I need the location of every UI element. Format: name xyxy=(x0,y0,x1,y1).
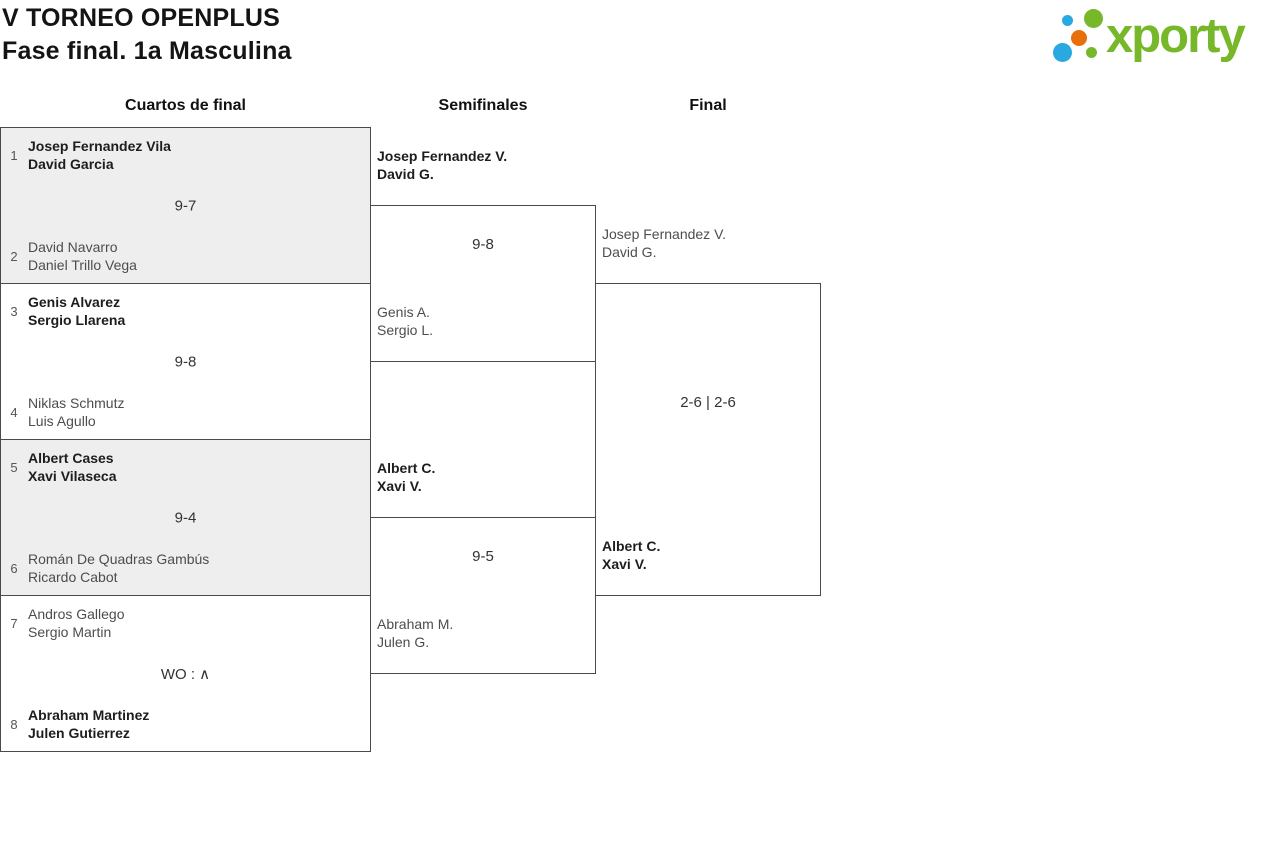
seed-number: 6 xyxy=(10,560,18,576)
team-names: Román De Quadras Gambús Ricardo Cabot xyxy=(28,550,209,586)
player-name: Albert C. xyxy=(377,460,436,476)
player-name: Niklas Schmutz xyxy=(28,395,125,411)
match-score: 2-6 | 2-6 xyxy=(680,394,736,411)
team-entry[interactable]: 1 Josep Fernandez Vila David Garcia xyxy=(7,137,171,173)
player-name: Andros Gallego xyxy=(28,606,125,622)
qf-match-1[interactable]: 1 Josep Fernandez Vila David Garcia 9-7 … xyxy=(0,127,371,284)
logo-dot-icon xyxy=(1086,47,1097,58)
sf-match-1[interactable]: 9-8 xyxy=(370,205,596,362)
round-header-semifinals: Semifinales xyxy=(438,97,528,114)
player-name: Josep Fernandez Vila xyxy=(28,138,171,154)
final-top-team[interactable]: Josep Fernandez V. David G. xyxy=(602,225,726,261)
sf1-top-team[interactable]: Josep Fernandez V. David G. xyxy=(377,147,507,183)
player-name: Josep Fernandez V. xyxy=(602,226,727,242)
player-name: Albert C. xyxy=(602,538,661,554)
match-score: 9-8 xyxy=(472,236,494,253)
player-name: Xavi Vilaseca xyxy=(28,468,117,484)
sf1-bottom-team[interactable]: Genis A. Sergio L. xyxy=(377,303,433,339)
team-entry[interactable]: 6 Román De Quadras Gambús Ricardo Cabot xyxy=(7,550,209,586)
player-name: Genis Alvarez xyxy=(28,294,121,310)
player-name: Ricardo Cabot xyxy=(28,569,118,585)
logo-dot-icon xyxy=(1084,9,1103,28)
team-entry[interactable]: 4 Niklas Schmutz Luis Agullo xyxy=(7,394,124,430)
seed-number: 8 xyxy=(10,716,18,732)
logo-dot-icon xyxy=(1062,15,1073,26)
player-name: Albert Cases xyxy=(28,450,114,466)
qf-match-3[interactable]: 5 Albert Cases Xavi Vilaseca 9-4 6 Román… xyxy=(0,439,371,596)
player-name: David G. xyxy=(602,244,657,260)
match-score: 9-4 xyxy=(174,509,197,526)
logo-dot-icon xyxy=(1071,30,1087,46)
team-names: Andros Gallego Sergio Martin xyxy=(28,605,125,641)
player-name: Abraham M. xyxy=(377,616,454,632)
page-title: V TORNEO OPENPLUS Fase final. 1a Masculi… xyxy=(2,2,292,68)
match-score: 9-5 xyxy=(472,548,494,565)
qf-match-2[interactable]: 3 Genis Alvarez Sergio Llarena 9-8 4 Nik… xyxy=(0,283,371,440)
team-names: Abraham Martinez Julen Gutierrez xyxy=(28,706,149,742)
player-name: Xavi V. xyxy=(602,556,647,572)
player-name: Daniel Trillo Vega xyxy=(28,257,137,273)
player-name: Sergio Llarena xyxy=(28,312,126,328)
team-names: Genis Alvarez Sergio Llarena xyxy=(28,293,125,329)
final-bottom-team[interactable]: Albert C. Xavi V. xyxy=(602,537,660,573)
player-name: Xavi V. xyxy=(377,478,422,494)
team-entry[interactable]: 5 Albert Cases Xavi Vilaseca xyxy=(7,449,116,485)
player-name: Julen Gutierrez xyxy=(28,725,130,741)
xporty-logo[interactable]: xporty xyxy=(1048,6,1276,72)
player-name: Sergio L. xyxy=(377,322,434,338)
match-score: 9-7 xyxy=(174,197,197,214)
qf-match-4[interactable]: 7 Andros Gallego Sergio Martin WO : ∧ 8 … xyxy=(0,595,371,752)
team-entry[interactable]: 2 David Navarro Daniel Trillo Vega xyxy=(7,238,137,274)
team-names: Albert Cases Xavi Vilaseca xyxy=(28,449,116,485)
seed-number: 1 xyxy=(10,147,18,163)
match-score: 9-8 xyxy=(174,353,197,370)
player-name: David Navarro xyxy=(28,239,118,255)
sf2-bottom-team[interactable]: Abraham M. Julen G. xyxy=(377,615,453,651)
player-name: Julen G. xyxy=(377,634,430,650)
seed-number: 7 xyxy=(10,615,18,631)
phase-subtitle: Fase final. 1a Masculina xyxy=(2,37,292,65)
seed-number: 2 xyxy=(10,248,18,264)
team-names: Josep Fernandez Vila David Garcia xyxy=(28,137,171,173)
player-name: David G. xyxy=(377,166,434,182)
logo-wordmark: xporty xyxy=(1106,9,1246,63)
tournament-title: V TORNEO OPENPLUS xyxy=(2,4,280,32)
final-match[interactable]: 2-6 | 2-6 xyxy=(595,283,821,596)
player-name: Josep Fernandez V. xyxy=(377,148,508,164)
player-name: Román De Quadras Gambús xyxy=(28,551,210,567)
sf2-top-team[interactable]: Albert C. Xavi V. xyxy=(377,459,435,495)
sf-match-2[interactable]: 9-5 xyxy=(370,517,596,674)
team-entry[interactable]: 7 Andros Gallego Sergio Martin xyxy=(7,605,125,641)
seed-number: 4 xyxy=(10,404,18,420)
team-names: David Navarro Daniel Trillo Vega xyxy=(28,238,137,274)
round-header-quarterfinals: Cuartos de final xyxy=(125,97,246,114)
round-header-final: Final xyxy=(689,97,727,114)
seed-number: 5 xyxy=(10,459,18,475)
player-name: Luis Agullo xyxy=(28,413,96,429)
team-names: Niklas Schmutz Luis Agullo xyxy=(28,394,124,430)
player-name: David Garcia xyxy=(28,156,114,172)
team-entry[interactable]: 3 Genis Alvarez Sergio Llarena xyxy=(7,293,125,329)
logo-dot-icon xyxy=(1053,43,1072,62)
match-score: WO : ∧ xyxy=(160,665,211,683)
player-name: Abraham Martinez xyxy=(28,707,150,723)
player-name: Genis A. xyxy=(377,304,430,320)
player-name: Sergio Martin xyxy=(28,624,112,640)
team-entry[interactable]: 8 Abraham Martinez Julen Gutierrez xyxy=(7,706,149,742)
seed-number: 3 xyxy=(10,303,18,319)
